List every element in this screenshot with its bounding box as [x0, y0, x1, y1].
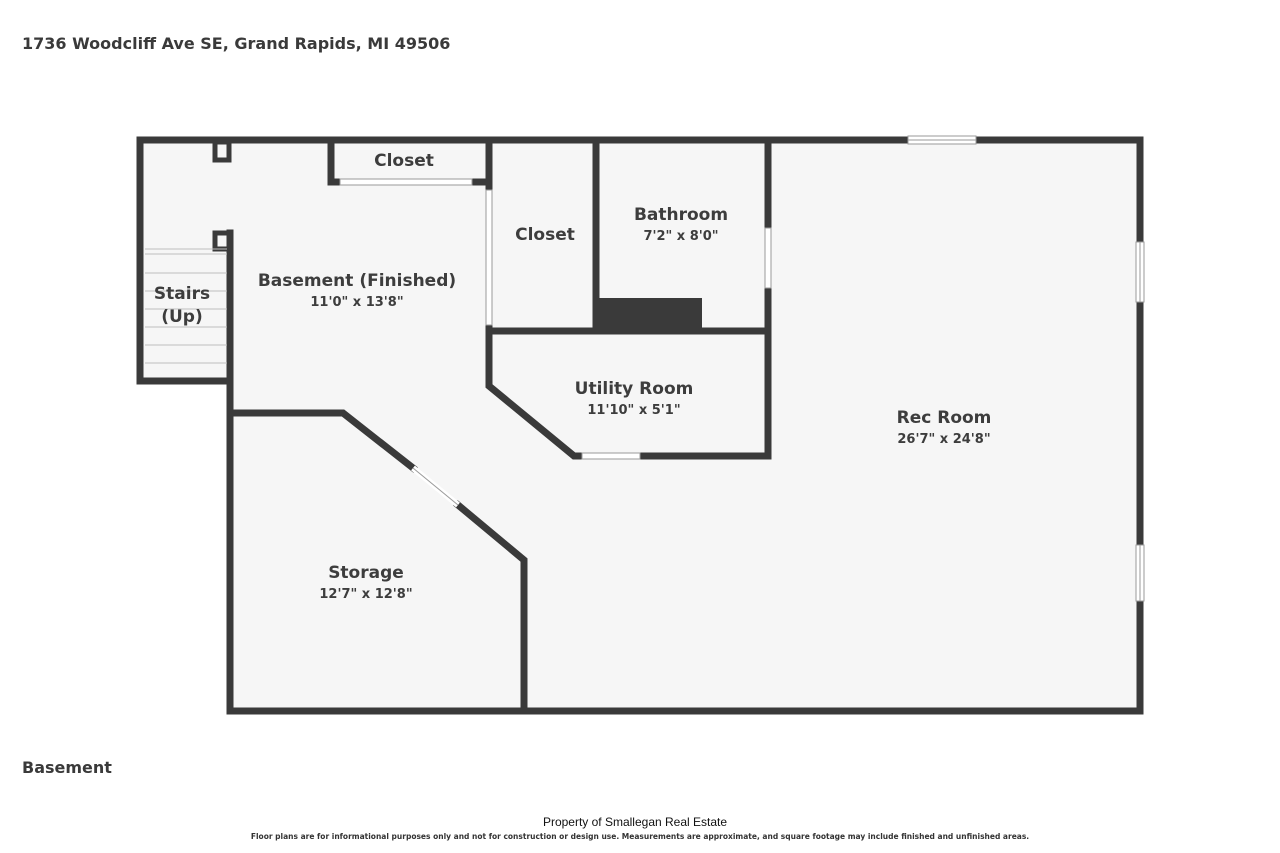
rec-room-dims: 26'7" x 24'8" [897, 432, 990, 447]
closet-top-wall [327, 139, 344, 186]
basement-dims: 11'0" x 13'8" [310, 295, 403, 310]
closet-mid-label: Closet [515, 225, 575, 245]
pillar-top [212, 139, 232, 163]
utility-dims: 11'10" x 5'1" [587, 403, 680, 418]
utility-door-opening [581, 452, 641, 460]
closet-top-label: Closet [374, 151, 434, 171]
floor-area [140, 140, 1140, 711]
stairs-label: Stairs [154, 284, 210, 304]
utility-wall-left [485, 321, 586, 460]
chimney-hatch [601, 304, 696, 328]
stair-treads [145, 248, 227, 364]
closet-mid-opening [485, 189, 493, 326]
bathroom-dims: 7'2" x 8'0" [643, 229, 718, 244]
storage-dims: 12'7" x 12'8" [319, 587, 412, 602]
property-credit: Property of Smallegan Real Estate [542, 815, 728, 829]
utility-label: Utility Room [575, 379, 694, 399]
address-title: 1736 Woodcliff Ave SE, Grand Rapids, MI … [22, 34, 451, 53]
openings [339, 135, 1145, 602]
closet-top-opening [339, 178, 473, 186]
storage-wall-diag [453, 500, 528, 715]
basement-label: Basement (Finished) [258, 271, 456, 291]
bath-door-opening [764, 227, 772, 289]
stairs-direction: (Up) [161, 307, 203, 327]
floor-name: Basement [22, 758, 112, 777]
storage-label: Storage [328, 563, 404, 583]
storage-wall-top [229, 409, 418, 473]
rec-room-label: Rec Room [897, 408, 992, 428]
bathroom-label: Bathroom [634, 205, 728, 225]
disclaimer: Floor plans are for informational purpos… [250, 832, 1030, 841]
